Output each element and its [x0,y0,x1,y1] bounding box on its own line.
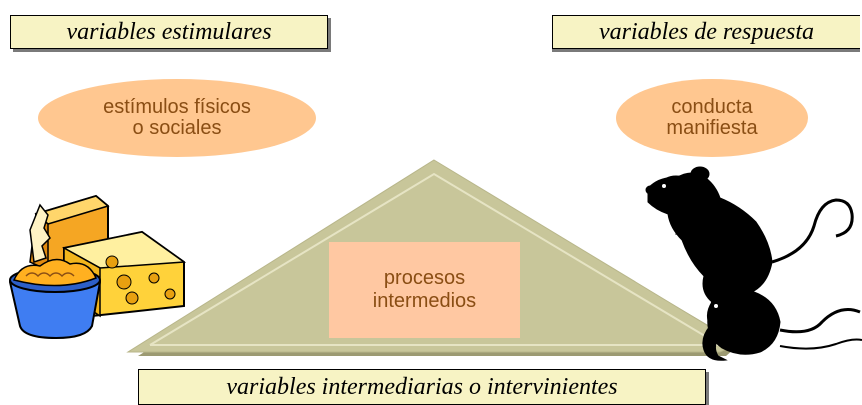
stimulus-oval-line2: o sociales [132,117,222,139]
response-variables-text: variables de respuesta [598,19,815,45]
stimulus-variables-label: variables estimulares [10,15,328,49]
process-line2: intermedios [372,290,477,312]
intervening-variables-text: variables intermediarias o interviniente… [226,374,618,400]
stimulus-oval-line1: estímulos físicos [103,96,251,118]
response-oval: conducta manifiesta [616,79,808,157]
response-variables-label: variables de respuesta [552,15,860,49]
intervening-variables-label: variables intermediarias o interviniente… [138,369,706,405]
intermediate-processes-box: procesos intermedios [329,242,520,338]
response-oval-line2: manifiesta [666,117,758,139]
response-oval-line1: conducta [671,96,753,118]
process-line1: procesos [383,267,466,289]
stimulus-oval: estímulos físicos o sociales [38,79,316,157]
stimulus-variables-text: variables estimulares [66,19,272,45]
